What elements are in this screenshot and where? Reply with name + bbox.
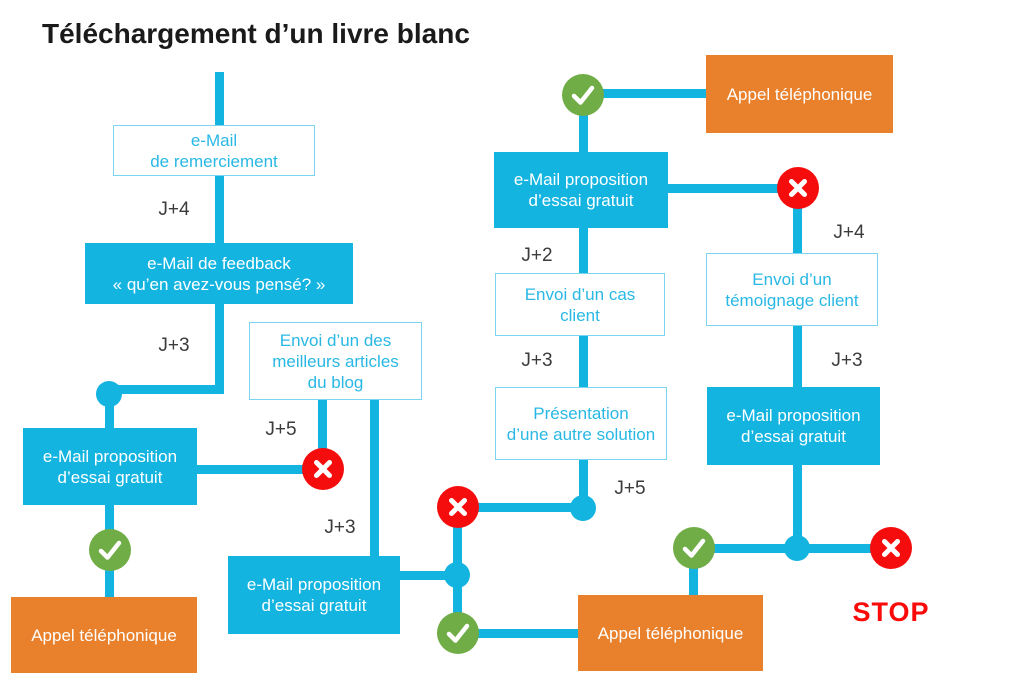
connector-line: [318, 398, 327, 473]
connector-line: [793, 325, 802, 390]
status-failure: [437, 486, 479, 528]
flow-box-presentation-solution: Présentation d’une autre solution: [495, 387, 667, 460]
connector-line: [458, 503, 584, 512]
flow-box-appel-telephonique-gauche: Appel téléphonique: [11, 597, 197, 673]
check-icon: [682, 538, 706, 558]
connector-line: [579, 226, 588, 278]
connector-line: [579, 334, 588, 390]
junction-dot: [784, 535, 810, 561]
delay-label: J+3: [831, 350, 863, 371]
connector-line: [579, 95, 588, 157]
cross-icon: [882, 539, 900, 557]
cross-icon: [789, 179, 807, 197]
check-icon: [98, 540, 122, 560]
connector-line: [197, 465, 323, 474]
check-icon: [571, 85, 595, 105]
connector-line: [105, 385, 224, 394]
flow-box-appel-telephonique-bas: Appel téléphonique: [578, 595, 763, 671]
connector-line: [370, 398, 379, 560]
stop-label: STOP: [852, 597, 930, 627]
flow-box-email-feedback: e-Mail de feedback « qu’en avez-vous pen…: [85, 243, 353, 304]
flow-box-email-remerciement: e-Mail de remerciement: [113, 125, 315, 176]
check-icon: [446, 623, 470, 643]
junction-dot: [96, 381, 122, 407]
connector-line: [583, 89, 710, 98]
connector-line: [793, 188, 802, 257]
flow-box-temoignage-client: Envoi d’un témoignage client: [706, 253, 878, 326]
flow-box-proposition-essai-droite: e-Mail proposition d’essai gratuit: [707, 387, 880, 465]
flow-box-articles-blog: Envoi d’un des meilleurs articles du blo…: [249, 322, 422, 400]
flow-box-proposition-essai-bas: e-Mail proposition d’essai gratuit: [228, 556, 400, 634]
cross-icon: [449, 498, 467, 516]
delay-label: J+5: [614, 478, 646, 499]
junction-dot: [570, 495, 596, 521]
connector-line: [666, 184, 798, 193]
status-success: [673, 527, 715, 569]
connector-line: [398, 571, 458, 580]
junction-dot: [444, 562, 470, 588]
status-success: [89, 529, 131, 571]
status-success: [562, 74, 604, 116]
connector-line: [105, 390, 114, 432]
connector-line: [689, 548, 698, 598]
connector-line: [579, 458, 588, 512]
delay-label: J+4: [833, 222, 865, 243]
status-failure: [870, 527, 912, 569]
cross-icon: [314, 460, 332, 478]
delay-label: J+2: [521, 245, 553, 266]
delay-label: J+4: [158, 199, 190, 220]
flow-box-proposition-essai-centre: e-Mail proposition d’essai gratuit: [494, 152, 668, 228]
connector-line: [215, 72, 224, 394]
connector-line: [793, 461, 802, 551]
flow-box-cas-client: Envoi d’un cas client: [495, 273, 665, 336]
status-success: [437, 612, 479, 654]
delay-label: J+3: [521, 350, 553, 371]
flow-box-appel-telephonique-haut: Appel téléphonique: [706, 55, 893, 133]
diagram-title: Téléchargement d’un livre blanc: [42, 18, 470, 49]
connector-line: [458, 629, 582, 638]
delay-label: J+3: [324, 517, 356, 538]
status-failure: [777, 167, 819, 209]
flow-box-proposition-essai-gauche: e-Mail proposition d’essai gratuit: [23, 428, 197, 505]
status-failure: [302, 448, 344, 490]
delay-label: J+3: [158, 335, 190, 356]
delay-label: J+5: [265, 419, 297, 440]
